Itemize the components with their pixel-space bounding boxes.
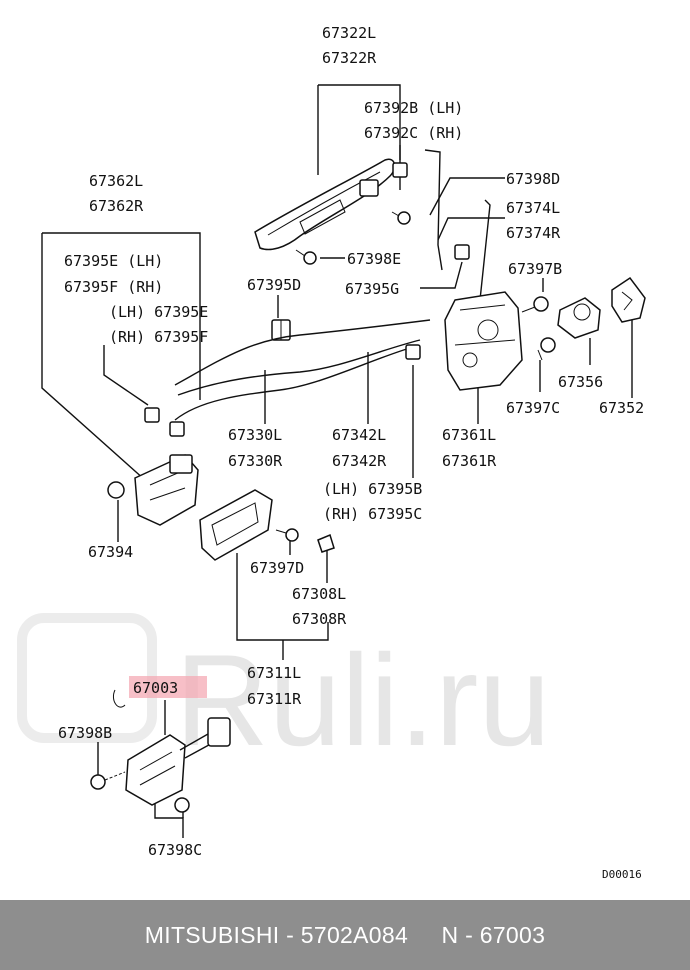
label-67342R: 67342R [332,452,387,470]
label-67392B: 67392B (LH) [364,99,463,117]
parts-diagram: Ruli.ru [17,24,646,881]
label-67395F-rh: 67395F (RH) [64,278,163,296]
label-67398B: 67398B [58,724,112,742]
label-67322R: 67322R [322,49,377,67]
label-67362L: 67362L [89,172,143,190]
footer-bar: MITSUBISHI - 5702A084 N - 67003 [0,900,690,970]
label-67003: 67003 [133,679,178,697]
inside-handle-part [134,454,199,526]
label-67308L: 67308L [292,585,346,603]
bolt-67397B-part [521,296,549,313]
label-67395F-rh2: (RH) 67395F [109,328,208,346]
label-67356: 67356 [558,373,603,391]
label-67398C: 67398C [148,841,202,859]
label-67394: 67394 [88,543,133,561]
footer-text: MITSUBISHI - 5702A084 N - 67003 [144,921,546,948]
label-67398D: 67398D [506,170,560,188]
clip-67395B-part [405,344,421,360]
label-67392C: 67392C (RH) [364,124,463,142]
label-67362R: 67362R [89,197,144,215]
leader-lines [41,84,633,838]
label-67395C: (RH) 67395C [323,505,422,523]
screw-67397D-part [275,528,299,542]
label-67398E: 67398E [347,250,401,268]
label-67330R: 67330R [228,452,283,470]
cable-part [174,319,431,421]
label-67374L: 67374L [506,199,560,217]
outside-handle-part [254,158,396,251]
label-67311R: 67311R [247,690,302,708]
cover-67308-part [317,533,335,553]
label-67395G: 67395G [345,280,399,298]
label-67397D: 67397D [250,559,304,577]
bolt-67398B-part [90,771,126,790]
highlight-67003 [129,676,207,698]
label-67374R: 67374R [506,224,561,242]
screw-handle-part [391,211,411,225]
rod-67374-part [424,149,491,301]
label-67361L: 67361L [442,426,496,444]
label-67395D: 67395D [247,276,301,294]
label-67352: 67352 [599,399,644,417]
label-67395B: (LH) 67395B [323,480,422,498]
diagram-code: D00016 [602,868,642,881]
label-67330L: 67330L [228,426,282,444]
label-67311L: 67311L [247,664,301,682]
bezel-part [199,489,273,561]
label-67397B: 67397B [508,260,562,278]
watermark: Ruli.ru [17,613,551,773]
door-lock-part [444,291,523,391]
clip-67392-part [392,162,408,178]
part-labels: 67322L 67322R 67392B (LH) 67392C (RH) 67… [58,24,644,881]
label-67322L: 67322L [322,24,376,42]
label-67342L: 67342L [332,426,386,444]
watermark-text: Ruli.ru [175,627,551,773]
clip-67395D-part [271,319,291,341]
bolt-67398C-part [174,797,190,813]
label-67395E-lh: 67395E (LH) [64,252,163,270]
clip-67395G-part [454,244,470,260]
bolt-67397C-part [537,337,556,361]
label-67397C: 67397C [506,399,560,417]
striker-part [557,297,601,339]
plate-part [611,276,646,323]
screw-67398E-part [295,249,317,265]
door-checker-part [112,689,231,806]
label-67361R: 67361R [442,452,497,470]
clip-67395E-part [144,407,185,437]
label-67308R: 67308R [292,610,347,628]
clip-67394-part [107,481,125,499]
label-67395E-lh2: (LH) 67395E [109,303,208,321]
